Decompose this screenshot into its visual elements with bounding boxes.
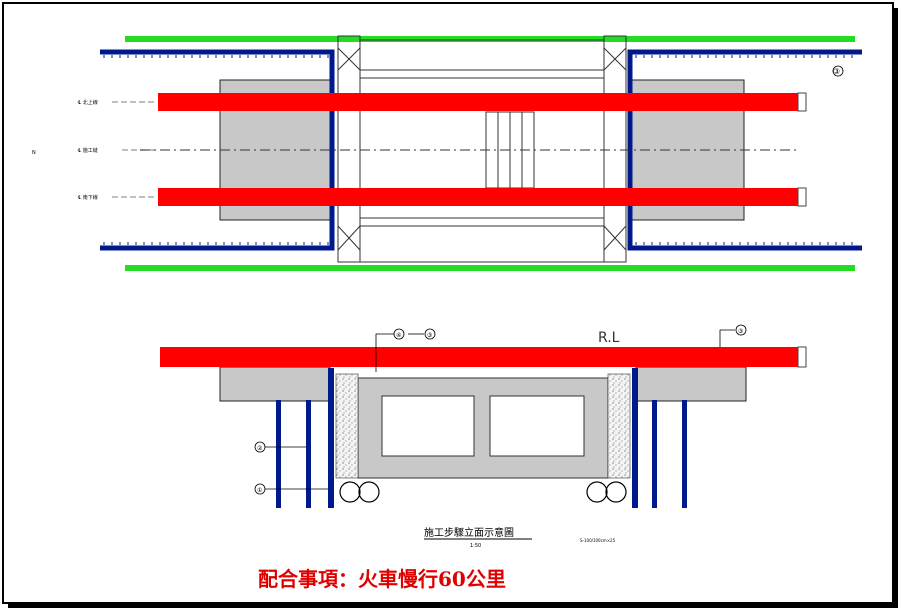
elevation-scale: 1:50 bbox=[470, 543, 481, 549]
elevation-title: 施工步驟立面示意圖 bbox=[424, 526, 514, 539]
backfill-right bbox=[607, 373, 631, 479]
callout-4: ④ bbox=[396, 332, 401, 339]
rail-northbound-plan bbox=[158, 93, 798, 111]
backfill-left bbox=[335, 373, 359, 479]
steel-pipes bbox=[339, 481, 627, 503]
guard-line-top bbox=[125, 36, 855, 42]
box-culvert bbox=[357, 377, 609, 479]
piles bbox=[276, 368, 687, 508]
rail-end-1 bbox=[797, 92, 807, 112]
rail-southbound-plan bbox=[158, 188, 798, 206]
plan-view: ℄ 北上線 ℄ 施工縫 ℄ 南下線 N ③ bbox=[32, 35, 862, 271]
rail-elevation bbox=[160, 347, 798, 367]
label-southbound: ℄ 南下線 bbox=[78, 194, 98, 201]
label-northbound: ℄ 北上線 bbox=[78, 99, 98, 106]
elevation-view: R.L ④ ③ ③ ② ① 施工步驟立面示意圖 1:50 S-100/100cm… bbox=[160, 324, 807, 549]
callout-3a: ③ bbox=[427, 332, 432, 339]
callout-2: ② bbox=[257, 445, 263, 452]
cap-right bbox=[635, 366, 747, 402]
elevation-note: S-100/100cm×25 bbox=[580, 538, 616, 543]
steel-frame bbox=[337, 35, 627, 263]
construction-caption: 配合事項：火車慢行60公里 bbox=[258, 567, 506, 591]
sheet-pile-top-left bbox=[100, 49, 335, 251]
callout-3b: ③ bbox=[738, 328, 743, 335]
callout-plan: ③ bbox=[833, 67, 840, 76]
guard-line-bottom bbox=[125, 265, 855, 271]
cap-left bbox=[219, 366, 331, 402]
rail-level-label: R.L bbox=[598, 330, 620, 346]
rail-elevation-end bbox=[797, 346, 807, 368]
axis-label: N bbox=[32, 150, 36, 156]
callout-1: ① bbox=[257, 487, 262, 494]
label-construction-joint: ℄ 施工縫 bbox=[78, 147, 98, 154]
rail-end-2 bbox=[797, 187, 807, 207]
callout-leaders bbox=[254, 324, 747, 495]
